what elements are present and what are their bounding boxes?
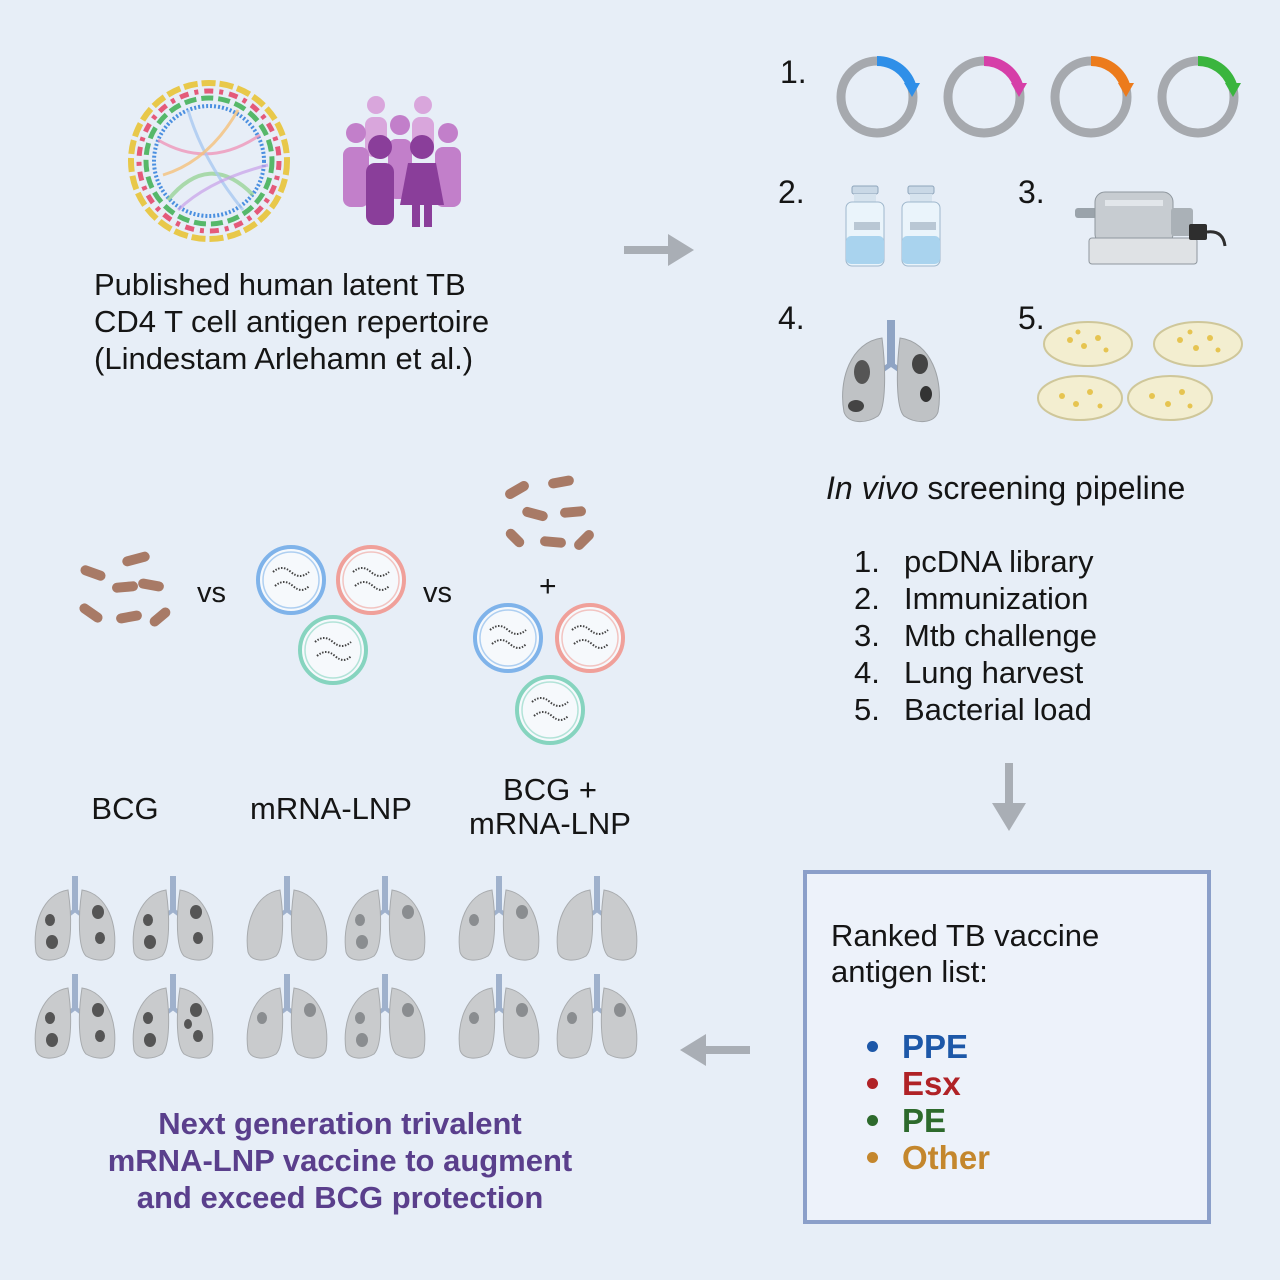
infected-lung-icon bbox=[842, 320, 940, 422]
pipeline-number-5: 5. bbox=[1018, 300, 1045, 336]
lung-icon bbox=[344, 876, 426, 961]
lung-icon bbox=[132, 974, 214, 1059]
ranked-title-line: Ranked TB vaccine bbox=[831, 918, 1100, 953]
bcg-bacteria-icon bbox=[79, 551, 171, 627]
lung-icon bbox=[246, 974, 328, 1059]
pipeline-title-rest: screening pipeline bbox=[918, 470, 1186, 506]
vs-label: vs bbox=[197, 577, 226, 609]
pipeline-title-italic: In vivo bbox=[826, 470, 919, 506]
plasmid-icon bbox=[836, 55, 920, 138]
pipeline-title: In vivo screening pipeline bbox=[826, 470, 1185, 507]
group-label-bcg: BCG bbox=[91, 791, 159, 826]
plus-label: + bbox=[539, 570, 557, 603]
pipeline-step-label: pcDNA library bbox=[904, 544, 1094, 579]
ranked-item-label: Other bbox=[902, 1139, 991, 1176]
lung-icon bbox=[556, 974, 638, 1059]
lung-icon bbox=[34, 974, 116, 1059]
ranked-item-label: PE bbox=[902, 1102, 947, 1139]
lnp-particle-icon bbox=[555, 603, 625, 673]
ranked-title-line: antigen list: bbox=[831, 954, 988, 989]
pipeline-step-num: 2. bbox=[854, 581, 880, 616]
lung-icon bbox=[344, 974, 426, 1059]
ranked-item: Esx bbox=[867, 1065, 990, 1102]
pipeline-step-num: 3. bbox=[854, 618, 880, 653]
plasmid-icon bbox=[943, 55, 1027, 138]
conclusion-line: Next generation trivalent bbox=[158, 1106, 522, 1141]
pipeline-step-list: 1. pcDNA library 2. Immunization 3. Mtb cha… bbox=[854, 543, 1097, 728]
bcg-bacteria-small-icon bbox=[505, 475, 594, 550]
lnp-particle-icon bbox=[256, 545, 326, 615]
pipeline-step-label: Lung harvest bbox=[904, 655, 1084, 690]
ranked-item: Other bbox=[867, 1139, 990, 1176]
conclusion-line: and exceed BCG protection bbox=[136, 1180, 544, 1215]
mrna-lnp-combo-icon bbox=[473, 603, 625, 745]
pipeline-step: 2. Immunization bbox=[854, 580, 1097, 617]
lung-icon bbox=[458, 974, 540, 1059]
pipeline-number-2: 2. bbox=[778, 174, 805, 210]
petri-dishes-icon bbox=[1037, 321, 1243, 421]
pipeline-step: 4. Lung harvest bbox=[854, 654, 1097, 691]
conclusion-text: Next generation trivalent mRNA-LNP vacci… bbox=[50, 1105, 630, 1216]
repertoire-description: Published human latent TB CD4 T cell ant… bbox=[94, 266, 489, 377]
arrow-down-icon bbox=[992, 763, 1026, 831]
pipeline-step-num: 1. bbox=[854, 544, 880, 579]
group-label-mrna-lnp: mRNA-LNP bbox=[250, 791, 412, 826]
conclusion-line: mRNA-LNP vaccine to augment bbox=[107, 1143, 573, 1178]
lnp-particle-icon bbox=[515, 675, 585, 745]
lnp-particle-icon bbox=[298, 615, 368, 685]
group-label-combo-line: mRNA-LNP bbox=[469, 806, 631, 841]
pipeline-step-label: Bacterial load bbox=[904, 692, 1092, 727]
pipeline-step-num: 4. bbox=[854, 655, 880, 690]
vs-label: vs bbox=[423, 577, 452, 609]
bullet-icon bbox=[867, 1115, 878, 1126]
lung-icon bbox=[132, 876, 214, 961]
lnp-particle-icon bbox=[473, 603, 543, 673]
pipeline-step-label: Immunization bbox=[904, 581, 1089, 616]
lung-icon bbox=[246, 876, 328, 961]
lung-icon bbox=[556, 876, 638, 961]
pipeline-step-label: Mtb challenge bbox=[904, 618, 1098, 653]
group-label-combo: BCG + mRNA-LNP bbox=[450, 773, 650, 841]
lung-icon bbox=[34, 876, 116, 961]
pipeline-number-1: 1. bbox=[780, 54, 807, 90]
pipeline-step: 5. Bacterial load bbox=[854, 691, 1097, 728]
ranked-item: PE bbox=[867, 1102, 990, 1139]
arrow-right-icon bbox=[624, 234, 694, 266]
ranked-item: PPE bbox=[867, 1028, 990, 1065]
pipeline-step: 1. pcDNA library bbox=[854, 543, 1097, 580]
vaccine-vials-icon bbox=[845, 185, 941, 267]
pipeline-number-4: 4. bbox=[778, 300, 805, 336]
bullet-icon bbox=[867, 1078, 878, 1089]
pipeline-step-num: 5. bbox=[854, 692, 880, 727]
repertoire-line: (Lindestam Arlehamn et al.) bbox=[94, 341, 474, 376]
pipeline-number-3: 3. bbox=[1018, 174, 1045, 210]
population-icon bbox=[343, 96, 461, 227]
pipeline-step: 3. Mtb challenge bbox=[854, 617, 1097, 654]
repertoire-line: CD4 T cell antigen repertoire bbox=[94, 304, 490, 339]
plasmid-icon bbox=[1050, 55, 1134, 138]
ranked-item-label: PPE bbox=[902, 1028, 969, 1065]
ranked-item-label: Esx bbox=[902, 1065, 961, 1102]
mrna-lnp-trio-icon bbox=[256, 545, 406, 685]
circos-plot-icon bbox=[128, 80, 290, 242]
aerosol-chamber-icon bbox=[1075, 191, 1227, 265]
bullet-icon bbox=[867, 1152, 878, 1163]
bullet-icon bbox=[867, 1041, 878, 1052]
repertoire-line: Published human latent TB bbox=[94, 267, 466, 302]
plasmid-library-icons bbox=[836, 55, 1241, 138]
lung-icon bbox=[458, 876, 540, 961]
arrow-left-icon bbox=[680, 1034, 750, 1066]
lnp-particle-icon bbox=[336, 545, 406, 615]
lung-pathology-grid bbox=[34, 876, 638, 1059]
plasmid-icon bbox=[1157, 55, 1241, 138]
group-label-combo-line: BCG + bbox=[503, 772, 597, 807]
